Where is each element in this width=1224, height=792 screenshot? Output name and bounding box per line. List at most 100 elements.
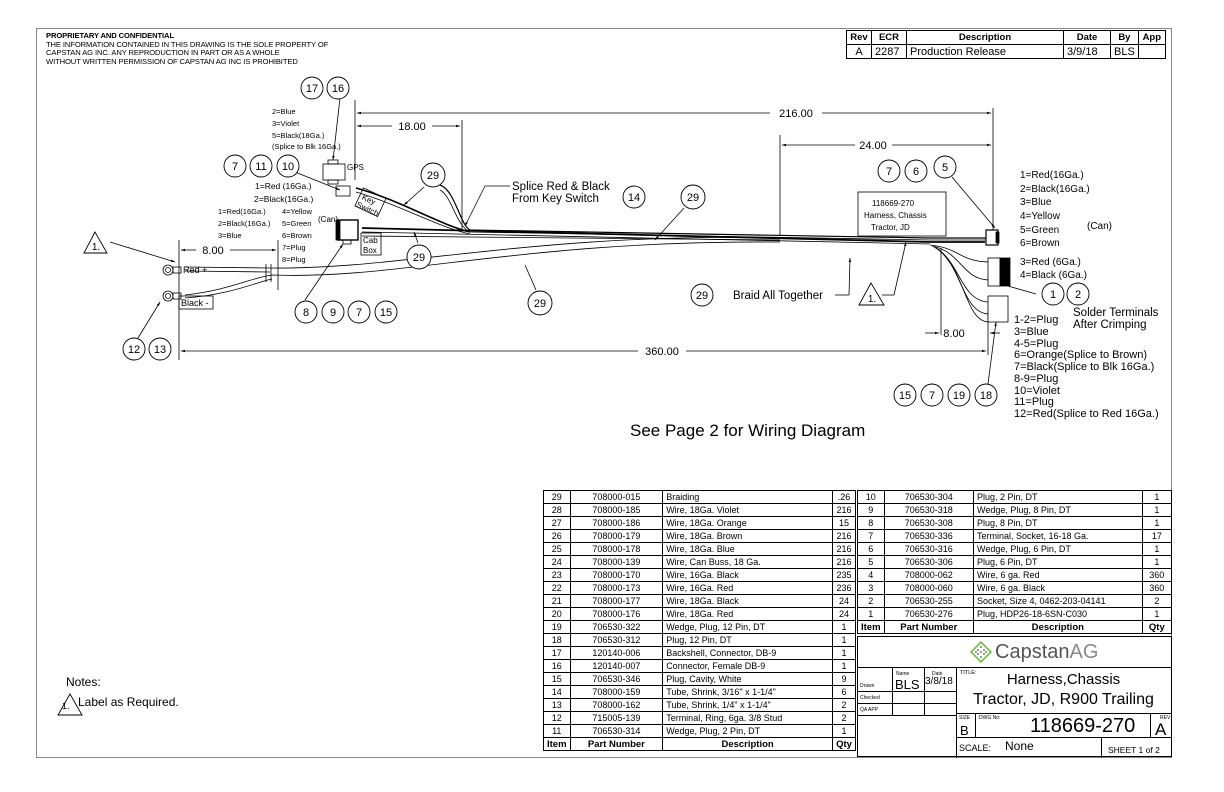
part-number: 708000-060 (883, 581, 974, 595)
dwg-no-label: DWG No: (979, 715, 1001, 721)
quantity: 1 (831, 724, 857, 738)
dimension-216: 216.00 (779, 108, 813, 120)
quantity: 1 (1141, 542, 1173, 556)
quantity: 1 (1141, 503, 1173, 517)
description: Wire, 16Ga. Black (662, 568, 833, 582)
pinout-line: 5=Green (282, 219, 311, 228)
drawing-border (36, 28, 1172, 758)
note-flag: 1. (62, 701, 70, 711)
item-number: 23 (543, 568, 571, 582)
description: Plug, 6 Pin, DT (972, 555, 1143, 569)
pinout-line: 2=Black(16Ga.) (218, 219, 271, 228)
note-text: Label as Required. (78, 695, 179, 709)
quantity: 1 (1141, 607, 1173, 621)
description: Socket, Size 4, 0462-203-04141 (972, 594, 1143, 608)
quantity: 216 (831, 542, 857, 556)
item-number: 10 (857, 490, 885, 504)
balloon-7: 7 (886, 166, 892, 178)
pinout-line: 4=Black (6Ga.) (1020, 270, 1087, 281)
quantity: 9 (831, 672, 857, 686)
description: Plug, HDP26-18-6SN-C030 (972, 607, 1143, 621)
part-number: 706530-255 (883, 594, 974, 608)
description: Wire, 6 ga. Black (972, 581, 1143, 595)
balloon-7: 7 (356, 307, 362, 319)
quantity: .26 (831, 490, 857, 504)
pinout-line: 5=Green (1020, 225, 1059, 236)
item-number: 19 (543, 620, 571, 634)
part-number: 706530-346 (569, 672, 664, 686)
balloon-8: 8 (303, 307, 309, 319)
notes-section: Notes: 1. Label as Required. (62, 675, 179, 711)
item-number: 27 (543, 516, 571, 530)
cab-box-label-box (360, 232, 382, 256)
pinout-line: 6=Orange(Splice to Brown) (1014, 349, 1147, 361)
item-number-header: Item (857, 620, 885, 634)
description: Wedge, Plug, 8 Pin, DT (972, 503, 1143, 517)
pinout-line: 5=Black(18Ga.) (272, 131, 325, 140)
item-number-header: Item (543, 737, 571, 751)
splice-note: Splice Red & Black (512, 181, 610, 193)
balloon-16: 16 (332, 83, 344, 95)
balloon-13: 13 (154, 344, 166, 356)
capstan-logo-icon (970, 641, 992, 663)
item-number: 12 (543, 711, 571, 725)
item-number: 13 (543, 698, 571, 712)
quantity: 2 (831, 698, 857, 712)
description: Wire, 16Ga. Red (662, 581, 833, 595)
part-number-header: Part Number (569, 737, 664, 751)
drawn-name: BLS (895, 677, 920, 692)
description: Braiding (662, 490, 833, 504)
item-number: 14 (543, 685, 571, 699)
pinout-line: 1=Red (16Ga.) (255, 181, 312, 191)
description: Plug, 8 Pin, DT (972, 516, 1143, 530)
date-header: Date (932, 671, 943, 677)
balloon-1: 1 (1050, 289, 1056, 301)
pinout-line: 12=Red(Splice to Red 16Ga.) (1014, 408, 1159, 420)
part-number: 708000-176 (569, 607, 664, 621)
solder-note: Solder Terminals (1073, 307, 1159, 319)
quantity: 1 (1141, 490, 1173, 504)
pinout-line: 2=Black(16Ga.) (1020, 184, 1090, 195)
solder-note: After Crimping (1073, 319, 1147, 331)
item-number: 18 (543, 633, 571, 647)
part-number: 708000-179 (569, 529, 664, 543)
flag-label: 1. (92, 242, 100, 253)
see-page-2-note: See Page 2 for Wiring Diagram (630, 421, 866, 440)
pinout-line: 4=Yellow (282, 207, 313, 216)
harness-id-label-box (857, 191, 947, 237)
approval-grid: Name Date Drawn BLS 3/8/18 Checked QA AP… (858, 667, 957, 758)
part-number: 715005-139 (569, 711, 664, 725)
pinout-line: 2=Blue (272, 107, 296, 116)
description: Wire, 18Ga. Blue (662, 542, 833, 556)
balloon-2: 2 (1075, 289, 1081, 301)
part-number: 708000-186 (569, 516, 664, 530)
description-cell: Production Release (906, 44, 1064, 59)
ring-terminal-black (162, 290, 174, 302)
part-number: 706530-312 (569, 633, 664, 647)
quantity: 236 (831, 581, 857, 595)
item-number: 22 (543, 581, 571, 595)
pinout-line: 3=Blue (218, 231, 242, 240)
quantity: 360 (1141, 568, 1173, 582)
pinout-line: 8-9=Plug (1014, 373, 1058, 385)
part-number: 708000-062 (883, 568, 974, 582)
description: Plug, 2 Pin, DT (972, 490, 1143, 504)
quantity: 1 (831, 620, 857, 634)
quantity: 1 (831, 659, 857, 673)
pinout-line: 3=Red (6Ga.) (1020, 257, 1081, 268)
item-number: 15 (543, 672, 571, 686)
description: Wedge, Plug, 2 Pin, DT (662, 724, 833, 738)
pinout-line: 4=Yellow (1020, 211, 1061, 222)
pinout-line: 6=Brown (1020, 238, 1060, 249)
gps-connector (322, 163, 346, 181)
